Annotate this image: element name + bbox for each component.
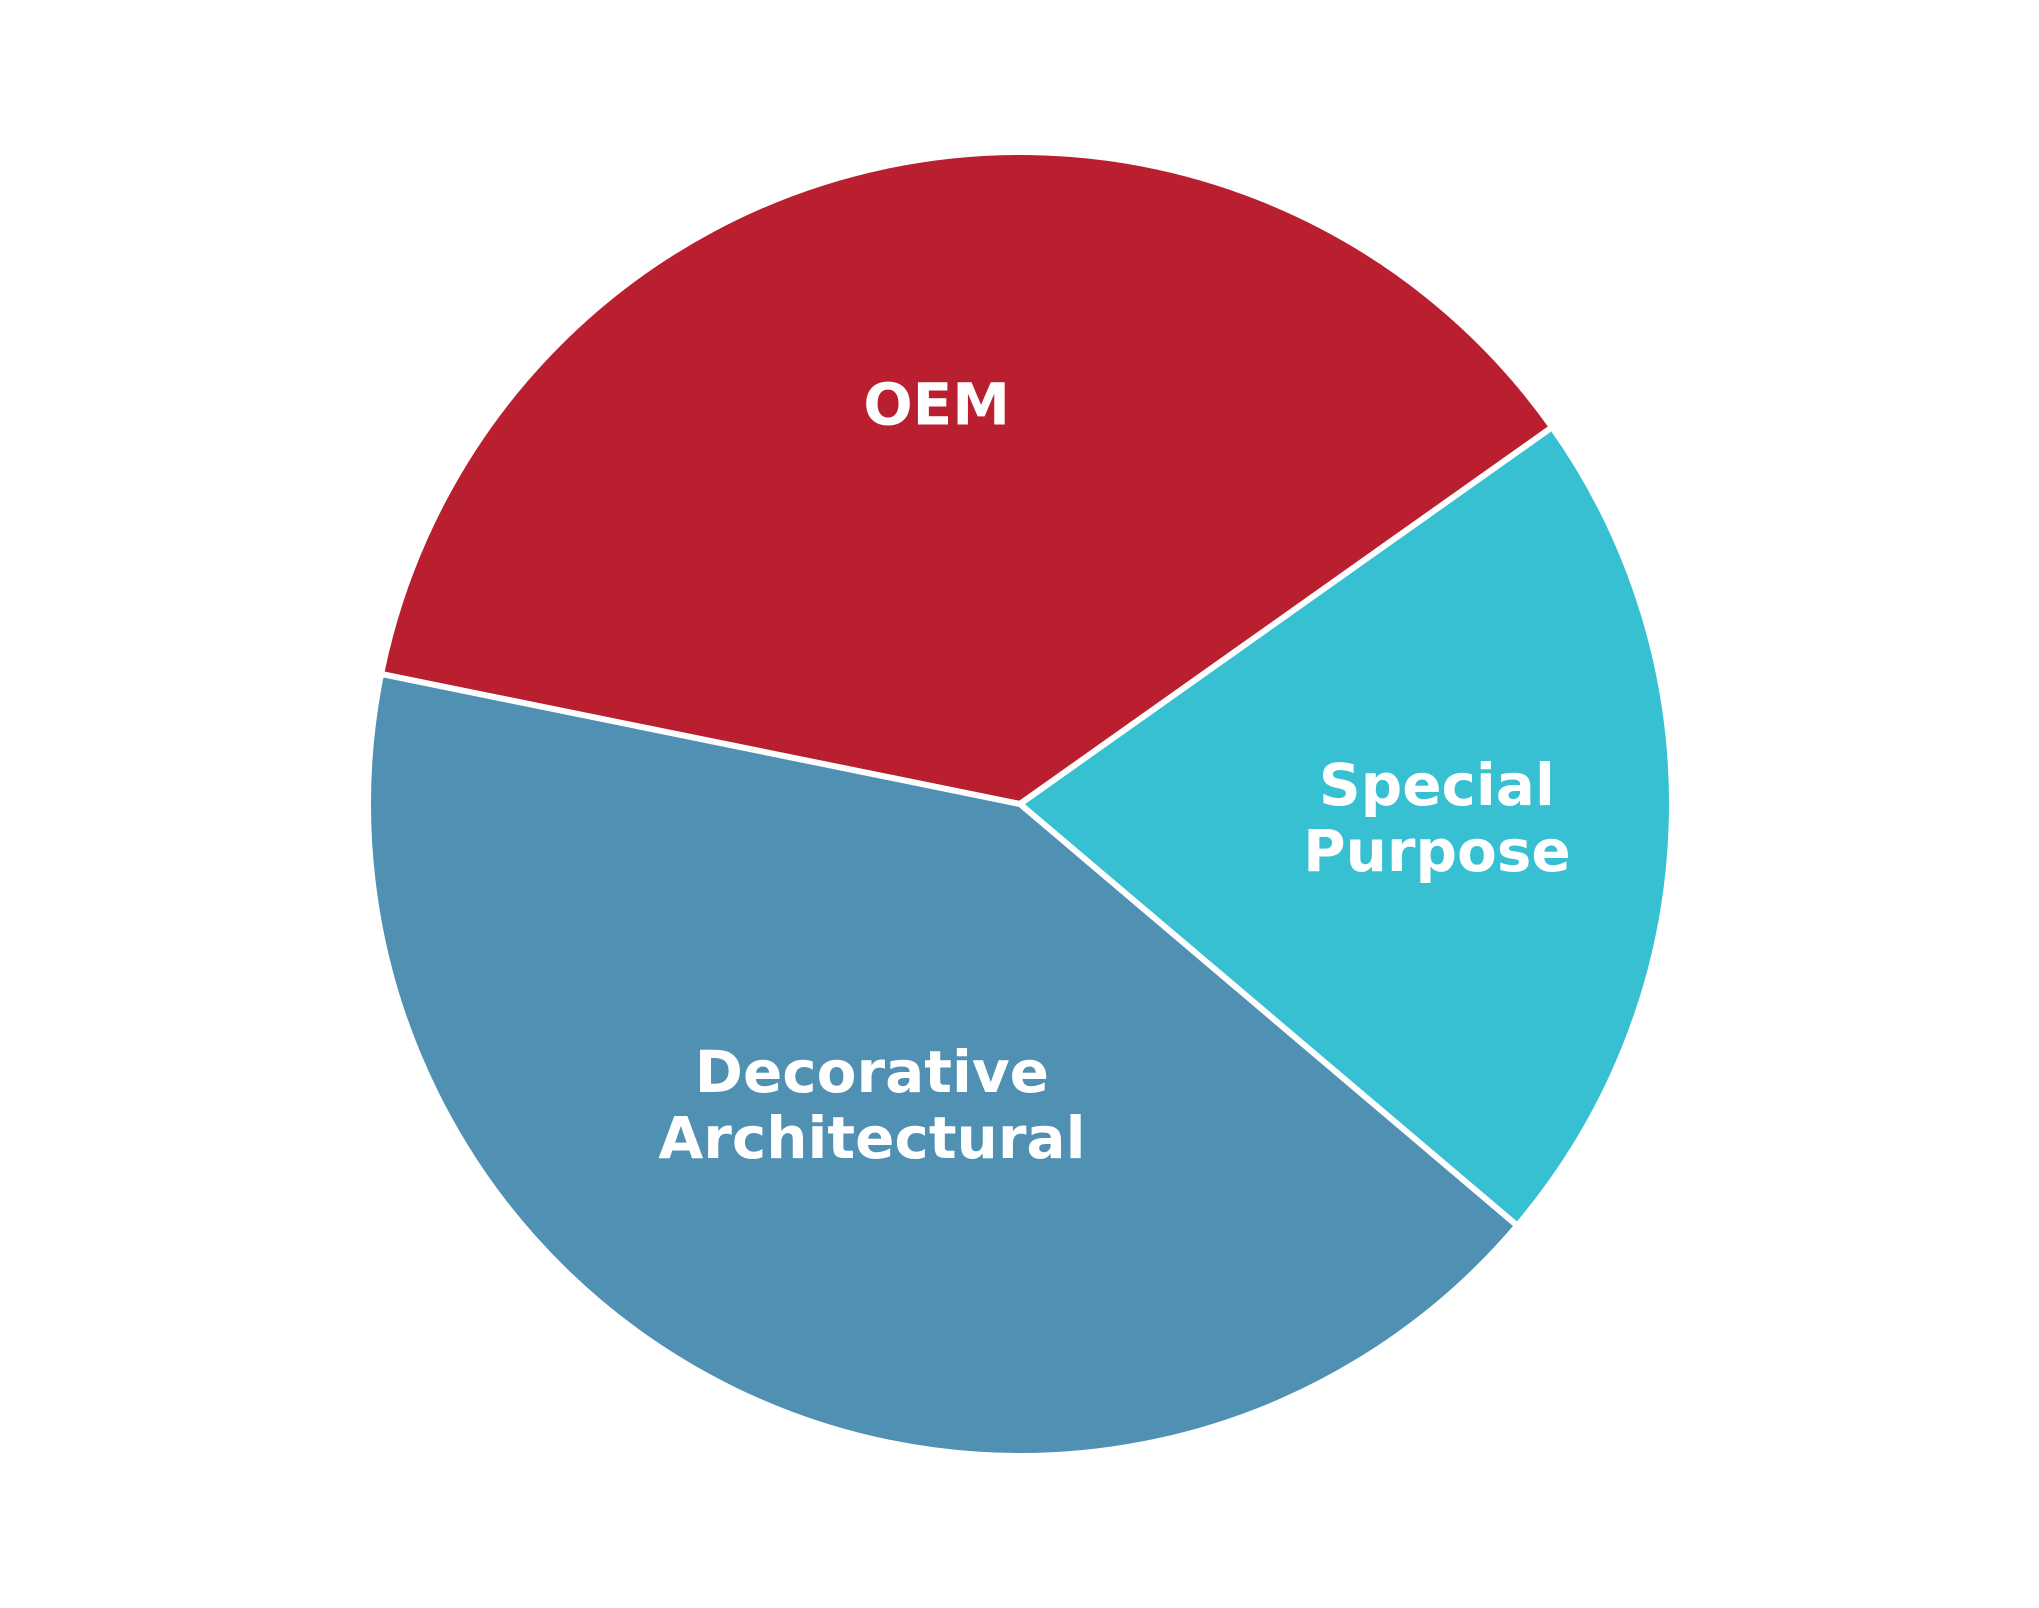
pie-slice-special-purpose xyxy=(1015,423,1675,1230)
pie-label-line: Architectural xyxy=(658,1104,1085,1172)
pie-label-oem: OEM xyxy=(863,371,1010,439)
pie-slice-oem xyxy=(377,149,1557,808)
pie-slices xyxy=(365,149,1675,1459)
pie-slice-decorative-architectural xyxy=(365,670,1522,1459)
pie-label-line: Decorative xyxy=(695,1038,1049,1106)
pie-label-line: Purpose xyxy=(1303,817,1571,885)
pie-label-line: OEM xyxy=(863,371,1010,439)
pie-label-line: Special xyxy=(1319,751,1555,819)
